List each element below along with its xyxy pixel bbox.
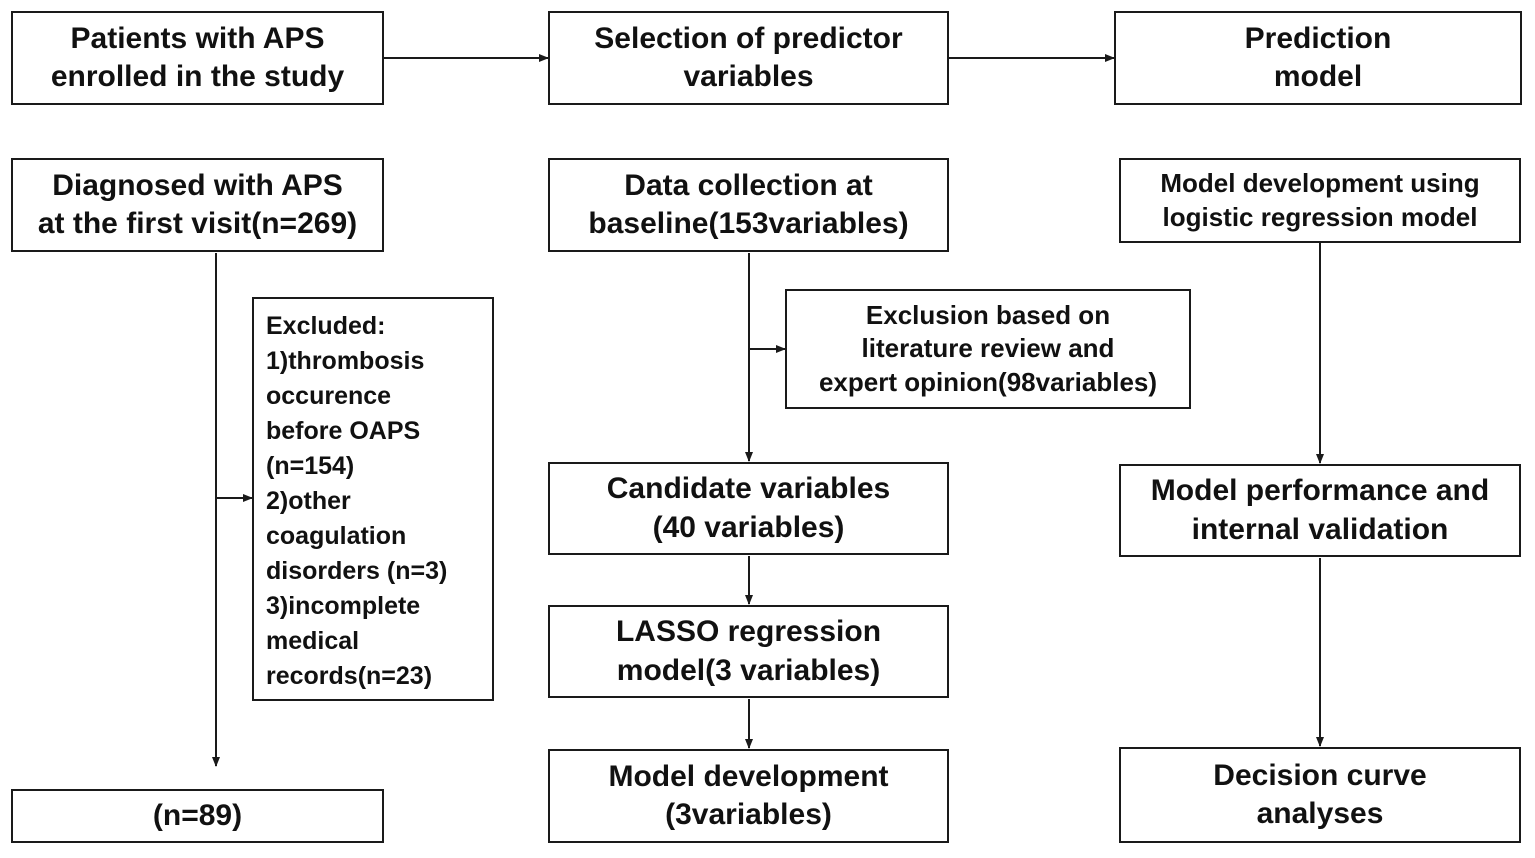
box-text-line: before OAPS xyxy=(266,417,421,445)
box-text-line: Data collection at xyxy=(624,168,873,202)
box-excluded: Excluded: 1)thrombosis occurence before … xyxy=(252,297,494,701)
box-candidate-variables: Candidate variables (40 variables) xyxy=(548,462,949,555)
box-text-line: disorders (n=3) xyxy=(266,557,448,585)
box-text-line: (n=154) xyxy=(266,452,355,480)
box-diagnosed: Diagnosed with APS at the first visit(n=… xyxy=(11,158,384,252)
box-data-collection: Data collection at baseline(153variables… xyxy=(548,158,949,252)
box-exclusion-literature: Exclusion based on literature review and… xyxy=(785,289,1191,409)
box-text-line: records(n=23) xyxy=(266,662,433,690)
box-text-line: Excluded: xyxy=(266,312,386,340)
box-text-line: Model development xyxy=(608,759,889,793)
box-patients-enrolled: Patients with APS enrolled in the study xyxy=(11,11,384,105)
box-text-line: logistic regression model xyxy=(1162,201,1478,232)
box-decision-curve: Decision curve analyses xyxy=(1119,747,1521,843)
box-text-line: Selection of predictor xyxy=(594,21,903,55)
box-text-line: 3)incomplete xyxy=(266,592,421,620)
box-text-line: Diagnosed with APS xyxy=(52,168,343,202)
box-prediction-model: Prediction model xyxy=(1114,11,1522,105)
box-text-line: Prediction xyxy=(1244,21,1392,55)
box-text-line: expert opinion(98variables) xyxy=(818,366,1158,397)
box-text-line: (n=89) xyxy=(152,798,243,832)
box-text-line: internal validation xyxy=(1191,512,1449,546)
box-lasso-regression: LASSO regression model(3 variables) xyxy=(548,605,949,698)
box-text-line: enrolled in the study xyxy=(50,60,345,93)
box-text-line: (40 variables) xyxy=(652,510,845,544)
box-text-line: baseline(153variables) xyxy=(588,207,909,240)
box-text-line: medical xyxy=(266,627,360,655)
box-selection-predictors: Selection of predictor variables xyxy=(548,11,949,105)
box-text-line: Exclusion based on xyxy=(865,300,1111,331)
box-text-line: model xyxy=(1273,60,1363,93)
box-model-development-middle: Model development (3variables) xyxy=(548,749,949,843)
box-text-line: model(3 variables) xyxy=(616,653,881,687)
box-text-line: Model development using xyxy=(1160,168,1480,199)
box-text-line: Decision curve xyxy=(1213,758,1427,792)
box-text-line: LASSO regression xyxy=(615,615,882,649)
box-text-line: at the first visit(n=269) xyxy=(37,207,358,240)
box-model-development-logistic: Model development using logistic regress… xyxy=(1119,158,1521,243)
box-text-line: (3variables) xyxy=(665,798,832,831)
box-text-line: variables xyxy=(683,60,814,93)
box-text-line: Candidate variables xyxy=(606,472,891,506)
box-text-line: 2)other xyxy=(266,487,351,515)
box-text-line: Model performance and xyxy=(1150,474,1490,508)
box-text-line: occurence xyxy=(266,382,392,410)
box-model-performance: Model performance and internal validatio… xyxy=(1119,464,1521,557)
box-final-count: (n=89) xyxy=(11,789,384,843)
box-text-line: Patients with APS xyxy=(70,21,325,55)
box-text-line: literature review and xyxy=(861,333,1115,364)
box-text-line: coagulation xyxy=(266,522,407,550)
box-text-line: analyses xyxy=(1256,797,1384,830)
box-text-line: 1)thrombosis xyxy=(266,347,425,375)
